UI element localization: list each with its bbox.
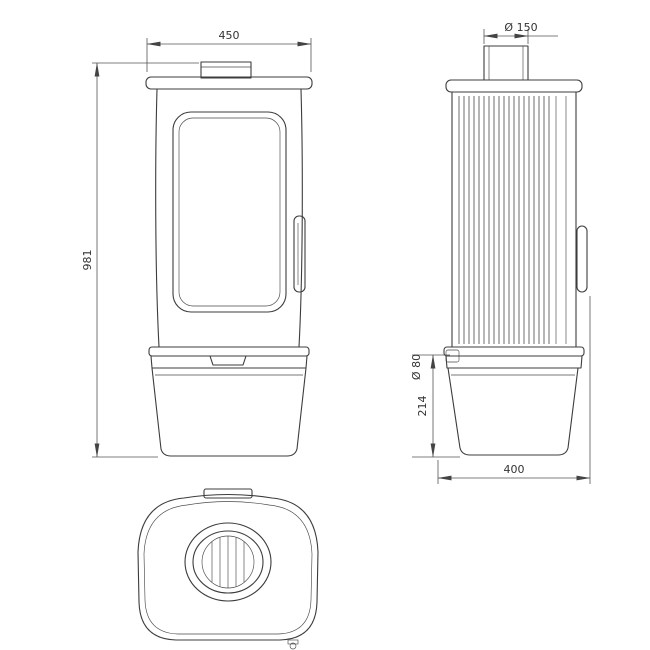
side-heat-ribs — [458, 96, 550, 344]
top-control-knob — [289, 642, 297, 650]
dim-overall-height: 981 — [81, 62, 199, 458]
front-door-window-inner — [178, 117, 281, 307]
dim-front-width-label: 450 — [219, 29, 240, 42]
dim-depth: 400 — [437, 296, 591, 484]
top-outline-inner — [143, 501, 313, 635]
top-rear-collar-tab — [203, 488, 253, 499]
side-view — [443, 45, 588, 456]
dim-flue-label: Ø 150 — [504, 21, 537, 34]
top-outline-outer — [137, 493, 319, 641]
top-control-knob-stem — [287, 639, 299, 645]
front-door-window-outer — [172, 111, 287, 313]
front-view — [145, 61, 313, 457]
top-flue-ring-outer — [184, 522, 272, 602]
side-flue-pipe — [483, 45, 529, 81]
top-view — [137, 488, 319, 650]
side-lip — [443, 346, 585, 357]
top-flue-ring-middle — [192, 530, 264, 594]
front-air-control — [209, 355, 247, 366]
top-flue-hatch — [211, 536, 245, 588]
dim-flue-diameter: Ø 150 — [483, 21, 558, 44]
side-door-handle — [576, 225, 588, 293]
front-lip — [148, 346, 310, 357]
front-door-handle — [293, 215, 306, 293]
front-plinth-band — [150, 355, 308, 369]
side-plinth-band — [445, 355, 583, 369]
dim-front-width: 450 — [146, 29, 312, 72]
front-base — [151, 367, 307, 457]
front-flue-collar — [200, 61, 252, 79]
dim-depth-label: 400 — [504, 463, 525, 476]
side-base — [447, 367, 579, 456]
dim-intake: Ø 80 214 — [410, 354, 460, 458]
side-top-plate — [445, 79, 583, 93]
dim-intake-diameter-label: Ø 80 — [410, 354, 423, 380]
dim-intake-height-label: 214 — [416, 396, 429, 417]
front-top-plate — [145, 76, 313, 90]
dim-height-label: 981 — [81, 250, 94, 271]
